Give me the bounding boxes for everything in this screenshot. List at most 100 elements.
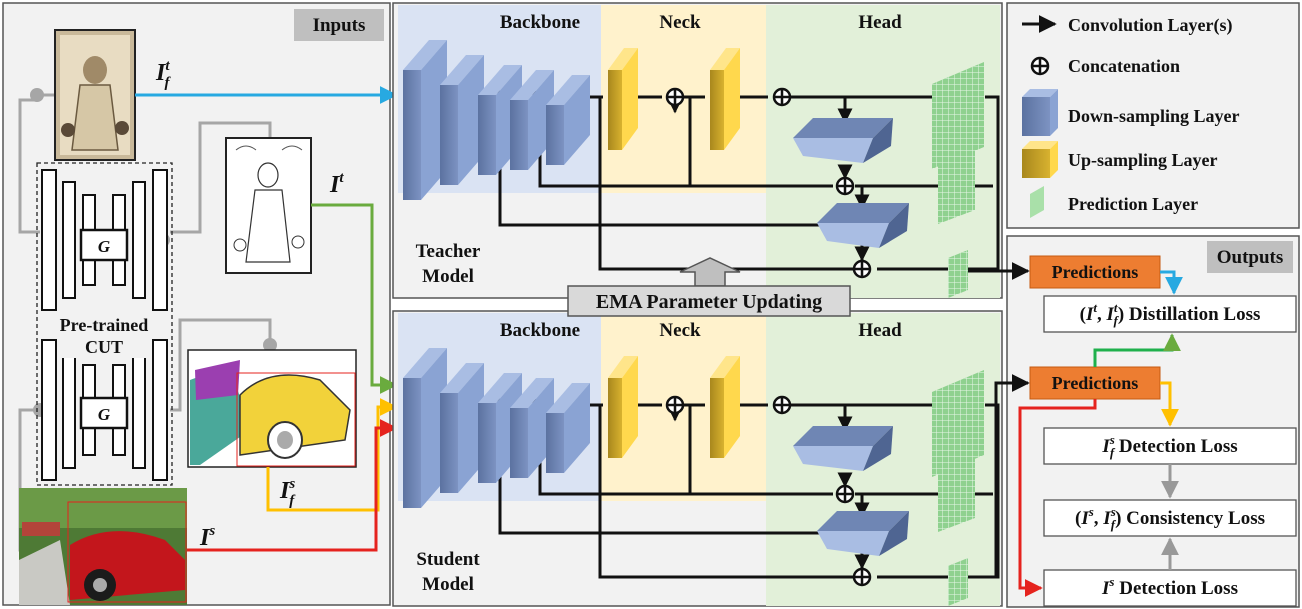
downsampling-layer-top <box>546 75 590 105</box>
concat-icon-cross <box>774 89 790 105</box>
image-target-stylized <box>54 29 136 161</box>
downsampling-layer-top <box>440 363 484 393</box>
inputs-tag-label: Inputs <box>313 15 366 36</box>
inputs-panel: Inputs <box>2 2 391 606</box>
downsampling-layer <box>478 403 496 483</box>
head-slab-side <box>879 203 909 248</box>
image-source-real <box>19 488 187 605</box>
label-it: It <box>329 170 344 198</box>
head-slab-side <box>879 511 909 556</box>
downsampling-layer-top <box>478 65 522 95</box>
generator-label: G <box>98 405 111 424</box>
upsampling-layer-side <box>724 48 740 150</box>
downsampling-layer-top <box>510 70 554 100</box>
image-target-sketch <box>225 137 312 274</box>
consistency-loss-box <box>1043 499 1297 537</box>
teacher-distill-arrow <box>1160 270 1183 295</box>
prediction-layer <box>948 250 968 298</box>
head-label: Head <box>858 320 902 341</box>
downsampling-layer-side <box>458 55 484 185</box>
head-slab-top <box>793 118 893 138</box>
downsampling-layer <box>510 100 528 170</box>
head-slab-front <box>817 531 889 556</box>
generator-label: G <box>98 237 111 256</box>
down-layer-icon <box>1022 89 1058 136</box>
convolution-connection <box>598 97 855 271</box>
head-slab-front <box>793 138 873 163</box>
downsampling-layer-top <box>440 55 484 85</box>
upsampling-layer-top <box>608 356 638 378</box>
green-input-arrow <box>311 203 398 394</box>
cut-label-line2: CUT <box>85 337 123 357</box>
legend-prediction: Prediction Layer <box>1068 194 1198 214</box>
convolution-connection <box>968 95 1000 271</box>
neck-label: Neck <box>659 12 701 33</box>
image-source-stylized <box>187 349 357 468</box>
upsampling-layer <box>608 70 622 150</box>
distillation-loss-box <box>1043 295 1297 333</box>
prediction-layer <box>938 150 975 224</box>
outputs-tag-label: Outputs <box>1217 247 1284 268</box>
predictions-student-box <box>1029 366 1161 400</box>
downsampling-layer-top <box>510 378 554 408</box>
upsampling-layer-side <box>622 48 638 150</box>
concat-icon-cross <box>667 397 683 413</box>
convolution-connection <box>598 405 855 579</box>
downsampling-layer <box>478 95 496 175</box>
prediction-layer <box>932 370 984 477</box>
pretrained-cut: G G Pre-trained CUT <box>36 162 173 486</box>
junction-dot <box>30 88 44 102</box>
model-name-line2: Model <box>422 266 474 287</box>
concat-icon-cross <box>837 178 853 194</box>
outputs-tag <box>1207 241 1293 273</box>
prediction-layer <box>938 458 975 532</box>
upsampling-layer-side <box>622 356 638 458</box>
legend-downsampling: Down-sampling Layer <box>1068 106 1240 126</box>
downsampling-layer <box>440 393 458 493</box>
student-distill-arrow <box>1093 333 1181 367</box>
concat-icon-cross <box>774 397 790 413</box>
upsampling-layer-top <box>608 48 638 70</box>
downsampling-layer-top <box>546 383 590 413</box>
head-slab-side <box>863 118 893 163</box>
upsampling-layer-top <box>710 48 740 70</box>
detection-loss-source-label: Is Detection Loss <box>1101 574 1238 599</box>
downsampling-layer <box>546 105 564 165</box>
prediction-layer <box>948 558 968 606</box>
predictions-teacher-box <box>1029 255 1161 289</box>
student-to-predictions-arrow <box>968 374 1030 579</box>
model-name-line1: Student <box>416 549 480 570</box>
upsampling-layer <box>608 378 622 458</box>
backbone-label: Backbone <box>500 320 580 341</box>
model-name-line1: Teacher <box>416 241 481 262</box>
legend-upsampling: Up-sampling Layer <box>1068 150 1218 170</box>
source-detection-arrow <box>1018 399 1097 597</box>
downsampling-layer <box>546 413 564 473</box>
predictions-student-label: Predictions <box>1052 373 1139 393</box>
input-flows <box>135 86 398 552</box>
head-slab-side <box>863 426 893 471</box>
head-slab-front <box>817 223 889 248</box>
upsampling-layer-side <box>724 356 740 458</box>
backbone-label: Backbone <box>500 12 580 33</box>
head-slab-front <box>793 446 873 471</box>
neck-label: Neck <box>659 320 701 341</box>
legend: Convolution Layer(s) Concatenation Down-… <box>1006 2 1300 229</box>
downsampling-layer <box>440 85 458 185</box>
label-is: Is <box>199 523 215 551</box>
downsampling-layer-side <box>458 363 484 493</box>
prediction-layer-icon <box>1030 186 1044 218</box>
downsampling-layer-top <box>403 40 447 70</box>
concat-icon-cross <box>854 569 870 585</box>
junction-dot <box>263 338 277 352</box>
inputs-tag <box>294 9 384 41</box>
concat-icon-cross <box>667 89 683 105</box>
